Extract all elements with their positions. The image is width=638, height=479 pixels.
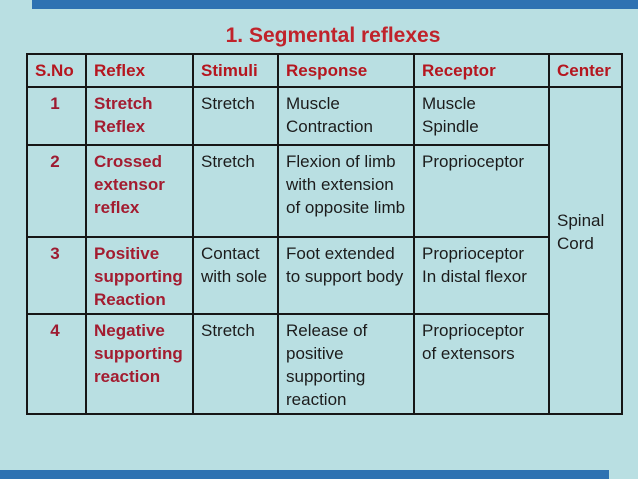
stimuli-cell: Stretch (192, 313, 279, 415)
table-row: 3 Positive supporting Reaction Contact w… (26, 236, 622, 315)
bottom-accent-bar (0, 470, 609, 479)
response-cell: Muscle Contraction (277, 86, 415, 146)
center-merged-cell: Spinal Cord (548, 86, 623, 415)
receptor-cell: Muscle Spindle (413, 86, 550, 146)
reflex-cell: Positive supporting Reaction (85, 236, 194, 315)
receptor-cell: Proprioceptor (413, 144, 550, 238)
table-header-row: S.No Reflex Stimuli Response Receptor Ce… (26, 53, 623, 88)
response-cell: Foot extended to support body (277, 236, 415, 315)
stimuli-cell: Stretch (192, 144, 279, 238)
receptor-cell: Proprioceptor of extensors (413, 313, 550, 415)
sno-cell: 4 (26, 313, 87, 415)
column-header-sno: S.No (26, 53, 87, 88)
top-accent-bar (32, 0, 638, 9)
stimuli-cell: Stretch (192, 86, 279, 146)
response-cell: Flexion of limb with extension of opposi… (277, 144, 415, 238)
table-row: 1 Stretch Reflex Stretch Muscle Contract… (26, 86, 623, 415)
segmental-reflexes-table: S.No Reflex Stimuli Response Receptor Ce… (26, 53, 623, 415)
column-header-center: Center (548, 53, 623, 88)
column-header-response: Response (277, 53, 415, 88)
reflex-cell: Stretch Reflex (85, 86, 194, 146)
sno-cell: 1 (26, 86, 87, 146)
column-header-receptor: Receptor (413, 53, 550, 88)
sno-cell: 3 (26, 236, 87, 315)
reflex-cell: Negative supporting reaction (85, 313, 194, 415)
receptor-cell: Proprioceptor In distal flexor (413, 236, 550, 315)
response-cell: Release of positive supporting reaction (277, 313, 415, 415)
sno-cell: 2 (26, 144, 87, 238)
column-header-stimuli: Stimuli (192, 53, 279, 88)
slide-title: 1. Segmental reflexes (225, 24, 441, 47)
table-row: 4 Negative supporting reaction Stretch R… (26, 313, 622, 415)
stimuli-cell: Contact with sole (192, 236, 279, 315)
column-header-reflex: Reflex (85, 53, 194, 88)
table-row: 2 Crossed extensor reflex Stretch Flexio… (26, 144, 622, 238)
reflex-cell: Crossed extensor reflex (85, 144, 194, 238)
